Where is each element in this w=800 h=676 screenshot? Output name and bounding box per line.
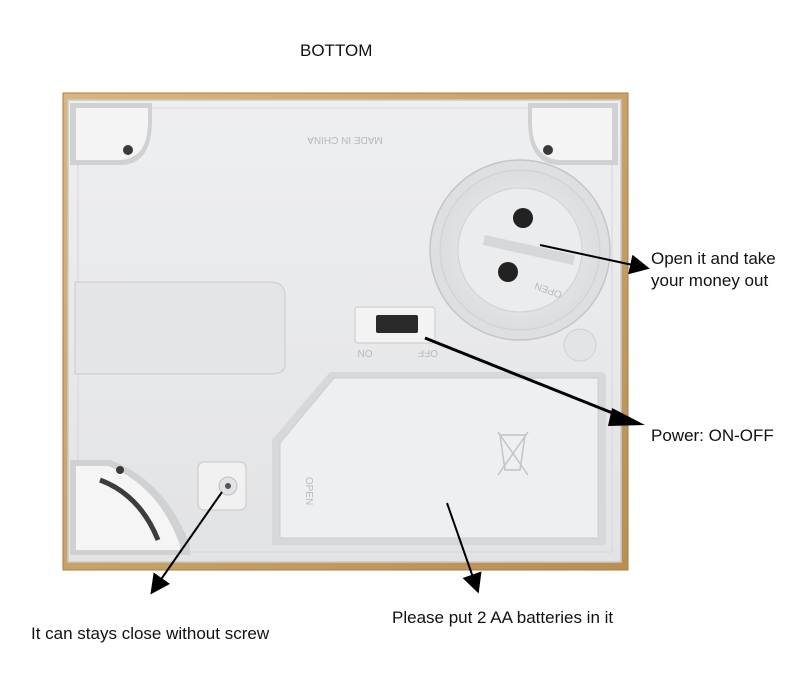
switch-on-text: ON <box>358 347 373 358</box>
corner-notch-bottom-left <box>70 460 190 555</box>
coin-lid: OPEN <box>429 159 611 341</box>
side-recess <box>74 281 286 375</box>
made-in-china-text: MADE IN CHINA <box>307 134 383 145</box>
arrow-power <box>424 336 621 418</box>
page-title: BOTTOM <box>300 41 373 60</box>
arrow-battery <box>446 502 482 594</box>
corner-notch-top-right <box>528 103 618 165</box>
corner-notch-top-left <box>70 103 152 165</box>
annotation-close: It can stays close without screw <box>31 624 270 643</box>
switch-off-text: OFF <box>418 347 438 358</box>
annotation-open-line-1: Open it and take <box>651 249 776 268</box>
battery-open-text: OPEN <box>303 477 314 505</box>
latch-clip <box>197 461 247 511</box>
emblem <box>563 328 597 362</box>
annotation-open: Open it and take your money out <box>651 248 776 292</box>
arrow-open <box>539 244 650 275</box>
arrow-power-head <box>608 408 645 426</box>
annotation-power: Power: ON-OFF <box>651 426 774 445</box>
annotation-battery: Please put 2 AA batteries in it <box>392 608 614 627</box>
annotation-arrows <box>150 244 650 595</box>
battery-cover: OPEN <box>272 372 606 545</box>
arrow-close <box>150 491 223 595</box>
power-switch: ON OFF <box>354 306 438 358</box>
annotation-open-line-2: your money out <box>651 271 769 290</box>
